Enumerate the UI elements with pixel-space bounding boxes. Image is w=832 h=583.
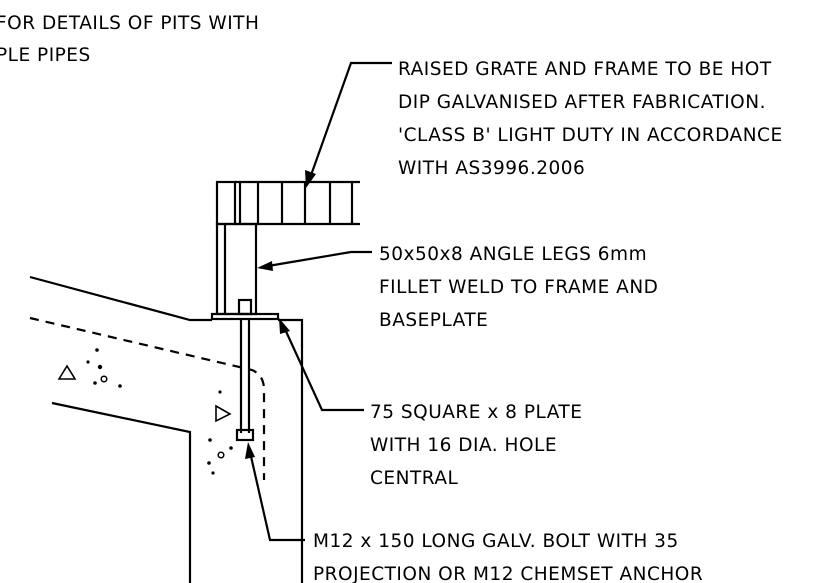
note-angle-line-1: 50x50x8 ANGLE LEGS 6mm bbox=[379, 244, 647, 265]
leader-bolt-arrowhead bbox=[245, 442, 255, 459]
note-bolt: M12 x 150 LONG GALV. BOLT WITH 35 PROJEC… bbox=[313, 531, 703, 583]
aggregate-dot bbox=[93, 381, 97, 385]
raised-grate bbox=[215, 180, 360, 226]
kerb-top-edge bbox=[29, 275, 212, 322]
aggregate-pebble bbox=[217, 451, 225, 459]
kerb-lower-edge bbox=[51, 401, 192, 583]
grate-frame-end bbox=[215, 180, 237, 226]
aggregate-dot bbox=[208, 438, 212, 442]
leader-grate-line bbox=[308, 61, 392, 179]
aggregate-dot bbox=[207, 461, 211, 465]
aggregate-triangle bbox=[57, 364, 77, 380]
note-pit-details: FOR DETAILS OF PITS WITH PLE PIPES bbox=[0, 13, 259, 66]
leader-bolt-line bbox=[248, 451, 305, 542]
leader-plate-line bbox=[282, 326, 364, 412]
leader-angle-arrowhead bbox=[257, 261, 273, 271]
note-pit-details-line-1: FOR DETAILS OF PITS WITH bbox=[0, 13, 259, 34]
aggregate-dot bbox=[95, 348, 99, 352]
kerb-reinforcement-line bbox=[29, 316, 266, 480]
aggregate-pebble bbox=[100, 375, 108, 383]
leader-plate bbox=[279, 318, 364, 412]
note-plate-line-3: CENTRAL bbox=[370, 468, 459, 489]
note-baseplate: 75 SQUARE x 8 PLATE WITH 16 DIA. HOLE CE… bbox=[370, 402, 582, 489]
aggregate-dot bbox=[118, 384, 122, 388]
leader-grate-arrowhead bbox=[305, 170, 316, 188]
aggregate-dot bbox=[86, 360, 90, 364]
note-angle-line-3: BASEPLATE bbox=[379, 310, 488, 331]
leader-bolt bbox=[245, 442, 305, 542]
aggregate-hatch bbox=[57, 348, 233, 475]
aggregate-triangle bbox=[215, 404, 232, 423]
leader-angle-line bbox=[267, 250, 372, 268]
note-pit-details-line-2: PLE PIPES bbox=[0, 45, 91, 66]
note-grate-line-2: DIP GALVANISED AFTER FABRICATION. bbox=[398, 92, 766, 113]
note-grate-line-1: RAISED GRATE AND FRAME TO BE HOT bbox=[398, 59, 772, 80]
aggregate-dot bbox=[97, 364, 103, 370]
note-angle-legs: 50x50x8 ANGLE LEGS 6mm FILLET WELD TO FR… bbox=[379, 244, 658, 331]
bolt-nut bbox=[237, 298, 253, 316]
note-bolt-line-1: M12 x 150 LONG GALV. BOLT WITH 35 bbox=[313, 531, 679, 552]
leader-grate bbox=[305, 61, 392, 188]
aggregate-dot bbox=[218, 390, 222, 394]
note-angle-line-2: FILLET WELD TO FRAME AND bbox=[379, 277, 658, 298]
note-grate-line-4: WITH AS3996.2006 bbox=[398, 158, 585, 179]
kerb-back-face bbox=[278, 318, 304, 583]
note-grate-line-3: 'CLASS B' LIGHT DUTY IN ACCORDANCE bbox=[398, 125, 783, 146]
note-bolt-line-2: PROJECTION OR M12 CHEMSET ANCHOR bbox=[313, 564, 703, 583]
aggregate-dot bbox=[229, 446, 233, 450]
concrete-kerb bbox=[29, 275, 304, 583]
note-raised-grate: RAISED GRATE AND FRAME TO BE HOT DIP GAL… bbox=[398, 59, 783, 179]
baseplate bbox=[210, 298, 280, 321]
note-plate-line-2: WITH 16 DIA. HOLE bbox=[370, 435, 557, 456]
leader-plate-arrowhead bbox=[279, 318, 290, 334]
anchor-bolt bbox=[235, 319, 255, 442]
note-plate-line-1: 75 SQUARE x 8 PLATE bbox=[370, 402, 582, 423]
leader-angle bbox=[257, 250, 372, 271]
aggregate-dot bbox=[211, 471, 215, 475]
bolt-end bbox=[235, 428, 255, 442]
